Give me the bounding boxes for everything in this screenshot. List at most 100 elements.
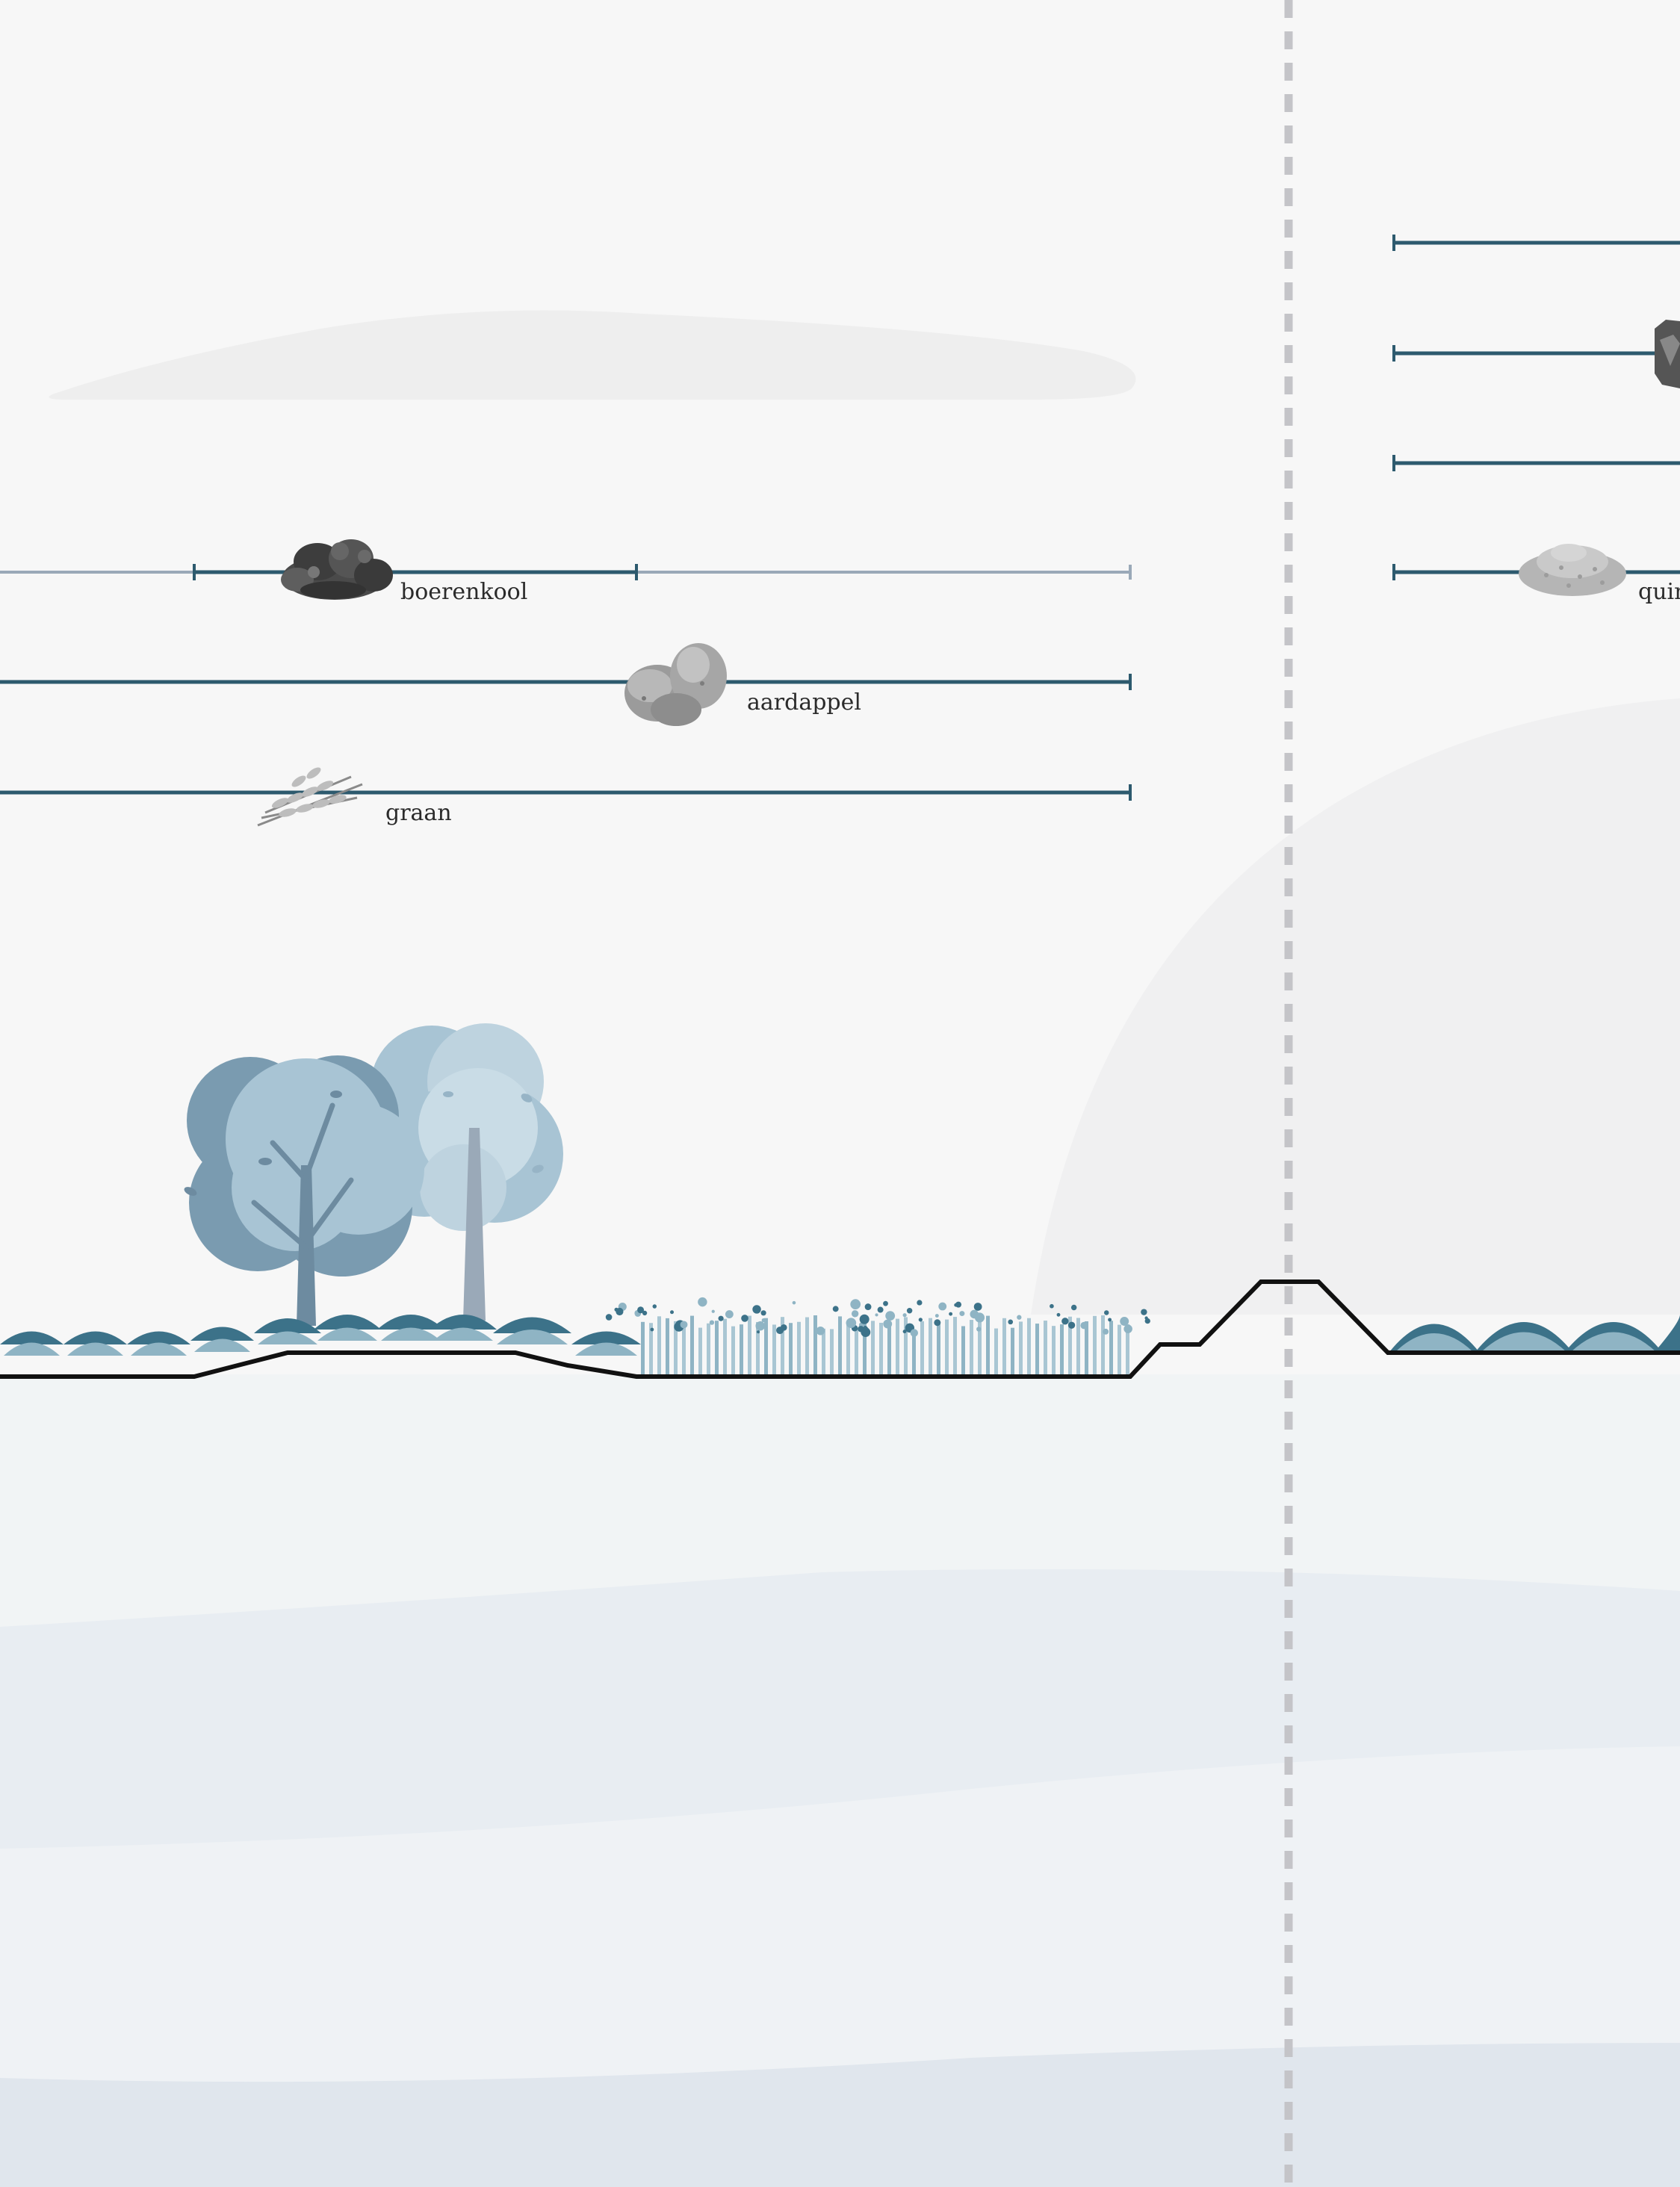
crop-label-quinoa: quin (1638, 581, 1680, 604)
field-stripe (813, 1315, 817, 1377)
field-dot (954, 1303, 958, 1307)
field-stripe (1035, 1324, 1039, 1377)
field-stripe (657, 1316, 661, 1377)
partial-crop-icon (1655, 320, 1680, 388)
cloud-shape (49, 311, 1136, 400)
field-stripe (1052, 1326, 1056, 1377)
field-dot (1008, 1320, 1013, 1325)
field-dot (681, 1321, 688, 1328)
field-stripe (740, 1324, 743, 1377)
field-dot (911, 1329, 918, 1336)
field-dot (1141, 1309, 1147, 1315)
field-stripe (887, 1324, 891, 1377)
field-dot (934, 1319, 940, 1326)
crop-timeline-right-1 (1394, 235, 1680, 251)
field-dot (850, 1299, 861, 1309)
bush-row-right (1389, 1315, 1680, 1352)
field-dot (755, 1321, 765, 1331)
crop-timeline-graan (0, 784, 1130, 801)
field-dot (959, 1311, 964, 1316)
field-stripe (731, 1327, 735, 1377)
field-stripe (707, 1324, 710, 1377)
field-dot (1057, 1313, 1061, 1317)
field-dot (949, 1312, 952, 1316)
field-stripe (789, 1323, 793, 1377)
crop-timeline-aardappel (0, 674, 1130, 690)
field-dot (698, 1297, 707, 1306)
field-stripe (1060, 1324, 1064, 1377)
field-stripe (855, 1329, 858, 1377)
field-stripe (1101, 1315, 1105, 1377)
field-stripe (986, 1316, 990, 1377)
field-dot (1104, 1310, 1109, 1315)
field-stripe (830, 1329, 834, 1377)
field-dot (606, 1314, 613, 1321)
field-dot (875, 1313, 878, 1316)
field-stripe (871, 1321, 875, 1377)
field-dot (833, 1306, 839, 1312)
field-dot (710, 1320, 714, 1324)
field-dot (903, 1313, 907, 1317)
field-stripe (929, 1318, 932, 1377)
field-stripe (937, 1323, 940, 1377)
crop-timeline-right-2 (1394, 345, 1680, 362)
field-stripe (666, 1318, 669, 1377)
field-stripe (1027, 1318, 1031, 1377)
grain-icon (258, 766, 362, 825)
field-stripe (698, 1328, 702, 1377)
field-stripe (682, 1322, 686, 1377)
field-stripe (805, 1318, 809, 1377)
field-dot (741, 1315, 748, 1322)
field-dot (907, 1308, 912, 1313)
field-dot (670, 1310, 674, 1314)
field-dot (725, 1310, 734, 1318)
field-dot (1061, 1318, 1068, 1324)
field-stripe (994, 1329, 998, 1377)
field-dot (974, 1303, 982, 1311)
tree-front-icon (183, 1055, 424, 1326)
field-stripe (797, 1322, 801, 1377)
crop-label-boerenkool: boerenkool (400, 581, 527, 604)
field-stripe (920, 1321, 924, 1377)
field-stripe (970, 1320, 973, 1377)
field-stripe (961, 1326, 965, 1377)
field-dot (1071, 1305, 1076, 1310)
field-dot (903, 1330, 907, 1333)
field-dot (1120, 1317, 1129, 1326)
field-stripe (838, 1316, 842, 1377)
field-dot (650, 1328, 654, 1332)
field-stripe (945, 1320, 949, 1377)
field-stripe (1085, 1321, 1088, 1377)
field-dot (1123, 1324, 1132, 1333)
field-stripe (772, 1324, 776, 1377)
quinoa-icon (1519, 544, 1626, 596)
field-stripe (879, 1323, 883, 1377)
field-stripe (715, 1321, 719, 1377)
field-dot (1108, 1318, 1112, 1321)
field-dot (865, 1303, 872, 1310)
field-dot (883, 1320, 892, 1329)
field-stripe (748, 1316, 751, 1377)
field-dot (762, 1318, 766, 1322)
field-stripe (1093, 1316, 1097, 1377)
field-dot (1068, 1322, 1075, 1329)
field-dot (1145, 1318, 1150, 1324)
field-stripe (690, 1316, 694, 1377)
field-dot (917, 1300, 922, 1305)
field-dot (816, 1327, 825, 1336)
field-dot (970, 1310, 979, 1319)
field-stripe (1019, 1321, 1023, 1377)
field-stripe (822, 1329, 825, 1377)
field-dot (938, 1303, 946, 1311)
field-dot (1017, 1315, 1021, 1320)
field-dot (712, 1310, 715, 1313)
field-dot (1080, 1322, 1088, 1330)
potato-icon (624, 643, 727, 726)
bush-row-left (0, 1315, 641, 1356)
field-stripe (1076, 1318, 1080, 1377)
field-dot (719, 1316, 724, 1321)
field-dot (919, 1318, 923, 1321)
crop-timeline-right-3 (1394, 455, 1680, 471)
